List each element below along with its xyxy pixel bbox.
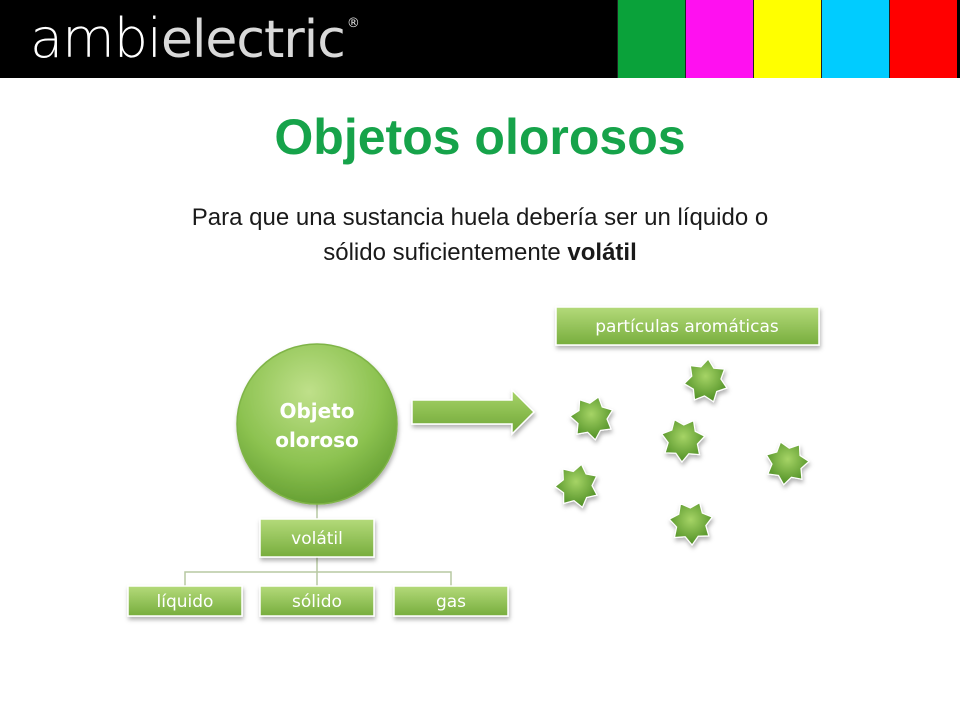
particle-star-icon — [569, 396, 614, 441]
particle-star-icon — [668, 501, 714, 546]
swatch-green — [617, 0, 685, 78]
subtitle-line-1: Para que una sustancia huela debería ser… — [191, 204, 769, 231]
aromatic-particles — [554, 358, 810, 546]
subtitle-volatil-bold: volátil — [567, 239, 637, 266]
state-gas-label: gas — [436, 592, 466, 612]
particulas-aromaticas-node — [555, 306, 820, 346]
logo-ambi: ambi — [30, 7, 162, 70]
objeto-oloroso-node — [236, 343, 398, 505]
color-swatches — [617, 0, 957, 78]
ambielectric-logo: ambielectric® — [30, 7, 360, 85]
particulas-aromaticas-label: partículas aromáticas — [595, 317, 779, 337]
swatch-yellow — [753, 0, 821, 78]
state-gas-node — [393, 585, 509, 617]
particle-star-icon — [765, 441, 810, 486]
particle-star-icon — [554, 463, 598, 509]
state-liquido-label: líquido — [157, 592, 214, 612]
volatil-label: volátil — [291, 529, 343, 549]
swatch-cyan — [821, 0, 889, 78]
logo-electric: electric — [160, 10, 346, 70]
subtitle-line-2-prefix: sólido suficientemente — [323, 239, 568, 266]
state-solido-label: sólido — [292, 592, 342, 612]
circle-label-line-1: Objeto — [279, 399, 354, 423]
tree-connectors — [184, 502, 452, 586]
particle-star-icon — [683, 358, 728, 403]
slide-title: Objetos olorosos — [274, 109, 686, 165]
logo-registered-mark: ® — [346, 16, 360, 31]
particle-star-icon — [660, 418, 706, 463]
state-liquido-node — [127, 585, 243, 617]
header-bar: ambielectric® — [0, 0, 960, 78]
slide-subtitle: Para que una sustancia huela debería ser… — [60, 200, 900, 270]
swatch-magenta — [685, 0, 753, 78]
state-solido-node — [259, 585, 375, 617]
circle-label-line-2: oloroso — [275, 428, 359, 452]
volatil-node — [259, 518, 375, 558]
swatch-red — [889, 0, 957, 78]
connector-bracket — [184, 571, 452, 586]
right-arrow-icon — [411, 388, 536, 436]
